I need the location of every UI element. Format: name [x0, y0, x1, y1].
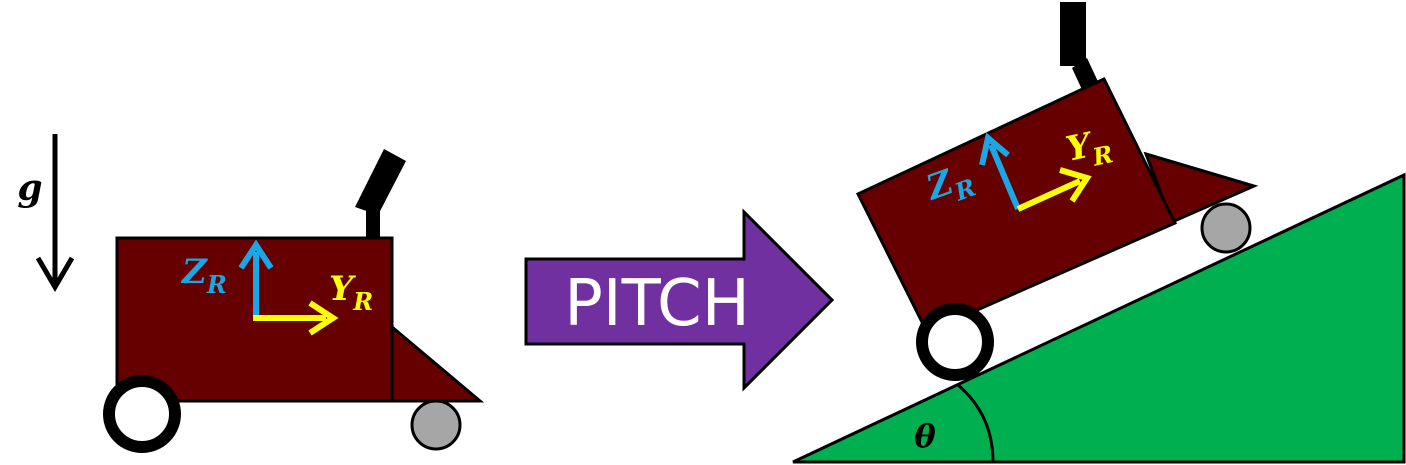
- pitch-label: PITCH: [564, 267, 750, 341]
- y-axis-arrow-head: [308, 300, 339, 336]
- ramp: θ: [792, 172, 1406, 464]
- gravity-label: g: [17, 167, 42, 209]
- angle-label: θ: [914, 417, 936, 455]
- pitch-transition-arrow: PITCH: [524, 208, 835, 392]
- z-axis-arrow-head: [238, 239, 274, 270]
- y-axis-label-sub: R: [352, 287, 373, 316]
- z-axis-label-main: Z: [180, 252, 208, 292]
- robot-level: ZR YR: [103, 149, 485, 453]
- sensor-head: [355, 149, 406, 215]
- gravity-vector: g: [17, 134, 75, 292]
- drive-wheel-pitched: [916, 303, 994, 381]
- z-axis-label-sub: R: [206, 270, 227, 299]
- z-axis-arrow-head-pitched: [979, 132, 1010, 166]
- y-axis-arrow-head-pitched: [1059, 167, 1092, 203]
- ramp-triangle: [792, 172, 1406, 464]
- robot-pitched: ZR YR: [855, 2, 1259, 381]
- sensor-head-pitched: [1060, 2, 1086, 66]
- drive-wheel: [103, 375, 181, 453]
- pitch-arrow-shape: [524, 208, 835, 392]
- caster-wheel-pitched: [1200, 202, 1252, 254]
- z-axis-label: ZR: [180, 252, 227, 299]
- robot-front-wedge: [390, 323, 485, 403]
- caster-wheel: [410, 399, 462, 451]
- y-axis-label-main: Y: [329, 269, 356, 309]
- angle-arc: [957, 383, 995, 463]
- y-axis-arrow-shaft-pitched: [1016, 178, 1082, 212]
- y-axis-label: YR: [329, 269, 373, 316]
- z-axis-arrow-shaft-pitched: [988, 143, 1021, 211]
- gravity-arrow-head: [35, 256, 75, 292]
